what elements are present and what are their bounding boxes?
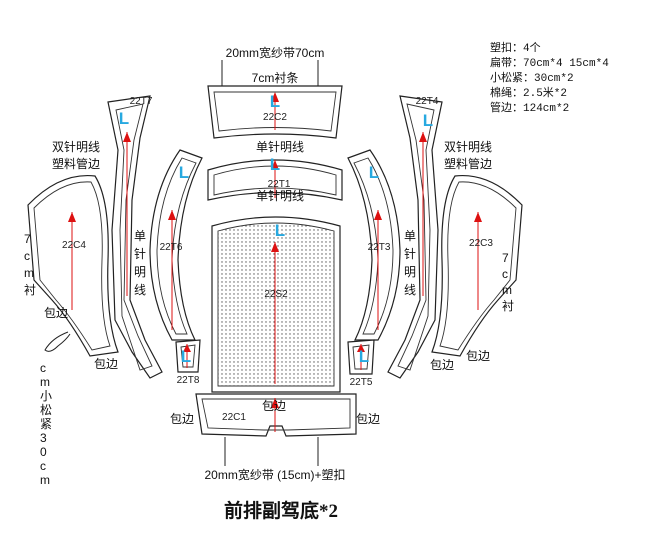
direction-mark: L: [275, 221, 285, 240]
piece-label: 22T5: [350, 377, 373, 388]
char: c: [40, 361, 46, 375]
char: m: [24, 266, 34, 280]
direction-mark: L: [369, 163, 379, 182]
single-stitch-note-top: 单针明线: [256, 139, 304, 154]
piece-22s2: [211, 216, 341, 393]
bottom-strap-note: 20mm宽纱带 (15cm)+塑扣: [204, 467, 345, 482]
piece-label: 22T4: [416, 96, 439, 107]
left-tube-edge-note: 塑料管边: [52, 156, 100, 171]
char: 针: [134, 246, 146, 261]
direction-mark: L: [270, 92, 280, 111]
spec-line: 棉绳：2.5米*2: [490, 85, 567, 100]
direction-mark: L: [181, 347, 191, 366]
char: 线: [134, 283, 146, 297]
direction-mark: L: [270, 155, 280, 174]
spec-line: 塑扣：4个: [490, 40, 541, 55]
single-stitch-note-mid: 单针明线: [256, 188, 304, 203]
piece-label: 22S2: [264, 289, 288, 300]
char: 明: [404, 265, 416, 279]
piece-22t7: [107, 95, 163, 379]
direction-mark: L: [359, 347, 369, 366]
piece-label: 22T6: [160, 242, 183, 253]
piece-22t4: [387, 95, 443, 379]
left-double-stitch-note: 双针明线: [52, 139, 100, 154]
bottom-binding-right: 包边: [356, 412, 380, 426]
elastic-note-vertical: c m 小 松 紧 3 0 c m: [40, 361, 55, 487]
piece-22t8: [175, 339, 201, 373]
char: 单: [134, 229, 146, 243]
piece-label: 22C1: [222, 412, 246, 423]
top-liner-note: 7cm衬条: [252, 71, 299, 85]
piece-label: 22C2: [263, 112, 287, 123]
direction-mark: L: [179, 163, 189, 182]
piece-label: 22C3: [469, 238, 493, 249]
char: 衬: [502, 299, 514, 313]
left-liner-vertical: 7 c m 衬: [24, 232, 37, 297]
right-double-stitch-note: 双针明线: [444, 139, 492, 154]
char: c: [24, 249, 30, 263]
char: 7: [502, 251, 509, 265]
char: 松: [40, 403, 52, 417]
spec-line: 小松紧：30cm*2: [490, 70, 574, 85]
char: c: [502, 267, 508, 281]
char: m: [40, 375, 50, 389]
direction-mark: L: [119, 109, 129, 128]
top-strap-note: 20mm宽纱带70cm: [226, 45, 325, 60]
left-binding-note: 包边: [44, 306, 68, 320]
char: 紧: [40, 417, 52, 431]
char: 线: [404, 283, 416, 297]
char: 0: [40, 445, 47, 459]
right-single-stitch-vertical: 单 针 明 线: [404, 229, 419, 297]
piece-label: 22T7: [130, 96, 153, 107]
char: 小: [40, 389, 52, 403]
elastic-loop: [44, 331, 71, 352]
diagram-title: 前排副驾底*2: [224, 499, 338, 522]
bottom-binding-left: 包边: [170, 412, 194, 426]
spec-line: 扁带：70cm*4 15cm*4: [490, 56, 609, 70]
bottom-binding-mid: 包边: [262, 399, 286, 413]
char: 单: [404, 229, 416, 243]
grain-arrows: [68, 92, 482, 432]
spec-list: 塑扣：4个 扁带：70cm*4 15cm*4 小松紧：30cm*2 棉绳：2.5…: [490, 40, 615, 115]
left-binding-note-2: 包边: [94, 357, 118, 371]
piece-22c3: [431, 174, 523, 357]
right-liner-vertical: 7 c m 衬: [502, 251, 515, 313]
piece-22c4: [27, 174, 119, 357]
piece-22c1: [195, 393, 357, 437]
char: 3: [40, 431, 47, 445]
piece-label: 22T8: [177, 375, 200, 386]
right-binding-note: 包边: [430, 358, 454, 372]
right-tube-edge-note: 塑料管边: [444, 156, 492, 171]
char: m: [502, 283, 512, 297]
piece-22t3: [347, 149, 401, 341]
piece-label: 22C4: [62, 240, 86, 251]
left-single-stitch-vertical: 单 针 明 线: [134, 229, 149, 297]
char: 衬: [24, 283, 36, 297]
char: c: [40, 459, 46, 473]
direction-mark: L: [423, 111, 433, 130]
char: 7: [24, 232, 31, 246]
spec-line: 管边：124cm*2: [490, 100, 569, 115]
char: 针: [404, 246, 416, 261]
piece-label: 22T3: [368, 242, 391, 253]
right-side-binding-note: 包边: [466, 349, 490, 363]
char: m: [40, 473, 50, 487]
piece-label: 22T1: [268, 179, 291, 190]
char: 明: [134, 265, 146, 279]
